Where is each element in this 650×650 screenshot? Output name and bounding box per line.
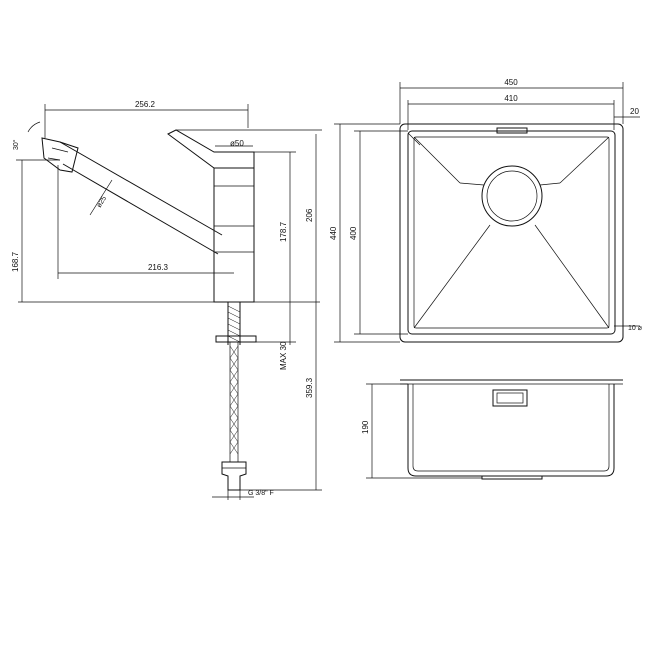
braided-hose	[221, 342, 247, 491]
tap-handle	[167, 129, 255, 169]
hose-nut	[221, 461, 247, 491]
dim-angle-label: 30°	[12, 139, 20, 150]
spout-nozzle	[41, 137, 79, 173]
dim-spout-height-label: 168.7	[11, 251, 20, 272]
dim-radius-label: 10 ⌀	[628, 325, 642, 332]
tap-shank	[215, 302, 257, 345]
sink-side-drain	[481, 475, 543, 480]
sink-bowl-floor	[413, 136, 610, 329]
dim-spout-dia-label: ø25	[96, 195, 108, 209]
tap-spout: ø25	[41, 137, 223, 255]
dim-total-height-label: 206	[305, 208, 314, 222]
dim-outer-depth-label: 440	[329, 226, 338, 240]
sink-top-view: 450 410 20 440 400	[329, 78, 642, 343]
dim-outer-width-label: 450	[504, 78, 518, 87]
dim-inner-depth-label: 400	[349, 226, 358, 240]
dim-hose-length-label: 359.3	[305, 377, 314, 398]
overflow-slot	[496, 127, 528, 134]
dim-body-height-label: 178.7	[279, 221, 288, 242]
tap-body: ø50	[167, 129, 255, 303]
drain-inner	[486, 170, 538, 222]
sink-side-bowl	[407, 384, 615, 477]
tap-elevation: 256.2 30° ø25 ø50 1	[11, 100, 322, 500]
dim-spout-reach-label: 216.3	[148, 263, 169, 272]
drain-outer	[481, 165, 543, 227]
dim-flange-label: 20	[630, 107, 639, 116]
dim-body-dia-label: ø50	[230, 139, 244, 148]
dim-bowl-height-label: 190	[361, 420, 370, 434]
sink-bowl-edge	[407, 130, 616, 335]
mounting-plate	[215, 335, 257, 343]
sink-side-view: 190	[361, 379, 623, 480]
dim-thread-label: G 3/8" F	[248, 490, 274, 497]
dim-reach-label: 256.2	[135, 100, 156, 109]
dim-inner-width-label: 410	[504, 94, 518, 103]
dim-max-deck-label: MAX 30	[279, 341, 288, 370]
sink-outer-flange	[399, 123, 624, 343]
sink-side-overflow	[492, 389, 528, 407]
